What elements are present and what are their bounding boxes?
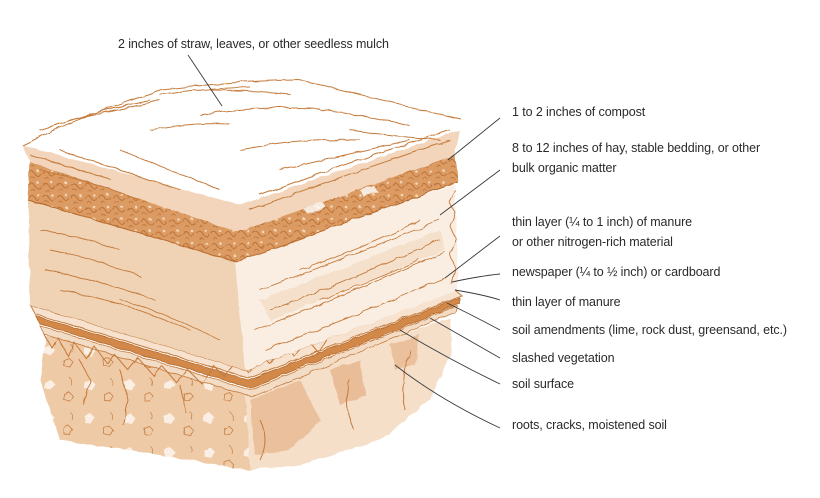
label-compost: 1 to 2 inches of compost [512,105,646,119]
leader-vegetation [429,317,501,359]
label-newspaper: newspaper (¼ to ½ inch) or cardboard [512,265,721,279]
leader-amendments [446,302,501,331]
mulch-top [21,79,463,232]
leader-hay [439,169,501,216]
soil-block [40,318,452,470]
label-amendments: soil amendments (lime, rock dust, greens… [512,323,787,337]
leader-manure-thin [444,235,501,279]
leader-mulch [187,54,223,107]
leader-surface [399,329,501,385]
label-soil-surface: soil surface [512,377,575,391]
label-hay-line2: bulk organic matter [512,161,617,175]
leader-compost [447,117,501,161]
label-manure-thin-line1: thin layer (¼ to 1 inch) of manure [512,215,693,229]
leader-manure [454,289,501,301]
thin-base-layers [28,289,463,398]
label-manure-thin-line2: or other nitrogen-rich material [512,235,673,249]
label-vegetation: slashed vegetation [512,351,615,365]
leader-lines [187,54,501,429]
label-mulch: 2 inches of straw, leaves, or other seed… [118,37,389,51]
label-manure: thin layer of manure [512,295,621,309]
leader-newspaper [451,273,501,283]
leader-roots [394,364,501,429]
label-roots: roots, cracks, moistened soil [512,418,667,432]
label-hay-line1: 8 to 12 inches of hay, stable bedding, o… [512,141,761,155]
hay-layer [28,185,458,370]
